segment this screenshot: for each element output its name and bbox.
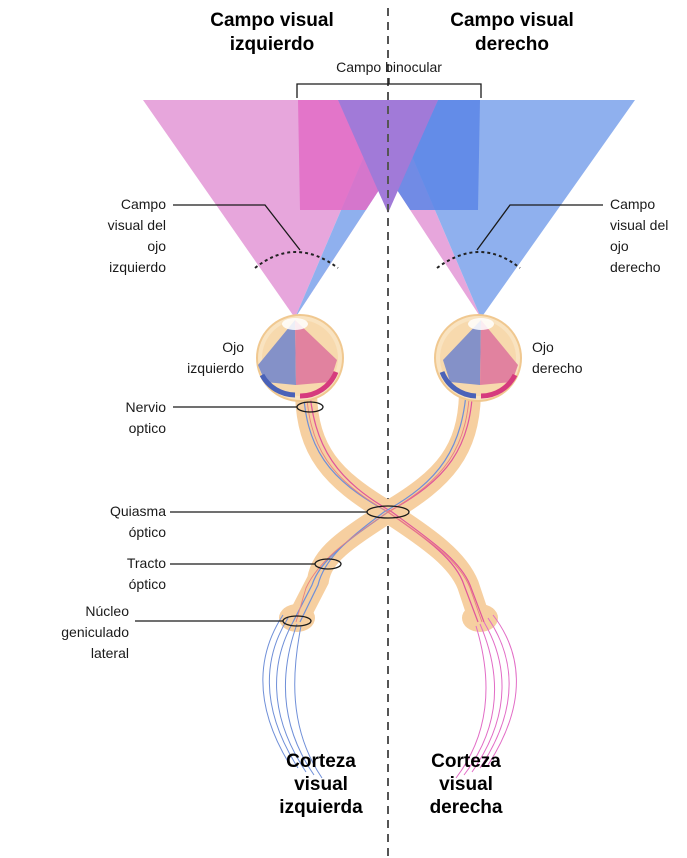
right-eye-field-label: Campo visual del ojo derecho	[610, 196, 668, 275]
chiasm-line1: Quiasma	[110, 503, 166, 519]
right-eye	[435, 315, 521, 401]
left-cortex-line1: Corteza	[286, 751, 356, 772]
left-eye	[257, 315, 343, 401]
right-lens	[468, 318, 494, 330]
right-eye-field-line4: derecho	[610, 259, 661, 275]
left-cortex-line2: visual	[294, 774, 348, 795]
lgn-line3: lateral	[91, 645, 129, 661]
right-lgn	[462, 604, 498, 632]
lgn-label: Núcleo geniculado lateral	[61, 603, 129, 661]
left-eye-field-line1: Campo	[121, 196, 166, 212]
left-eye-label-line1: Ojo	[222, 339, 244, 355]
optic-nerve-label: Nervio optico	[126, 399, 167, 436]
right-eye-label-line1: Ojo	[532, 339, 554, 355]
right-cortex-line1: Corteza	[431, 751, 501, 772]
right-eye-field-line3: ojo	[610, 238, 629, 254]
lgn-line1: Núcleo	[85, 603, 129, 619]
left-eye-field-line3: ojo	[147, 238, 166, 254]
left-cortex-label: Corteza visual izquierda	[279, 751, 363, 818]
left-cortex-line3: izquierda	[279, 797, 363, 818]
chiasm-line2: óptico	[129, 524, 167, 540]
right-cortex-label: Corteza visual derecha	[430, 751, 503, 818]
right-field-title-line2: derecho	[475, 34, 549, 55]
lgn-line2: geniculado	[61, 624, 129, 640]
left-field-title-line2: izquierdo	[230, 34, 314, 55]
tract-label: Tracto óptico	[127, 555, 166, 592]
right-pathway-base	[388, 395, 478, 615]
right-eye-field-line2: visual del	[610, 217, 668, 233]
right-field-title-line1: Campo visual	[450, 10, 574, 31]
left-field-title-line1: Campo visual	[210, 10, 334, 31]
right-cortex-line2: visual	[439, 774, 493, 795]
left-eye-field-line4: izquierdo	[109, 259, 166, 275]
right-cortex-line3: derecha	[430, 797, 503, 818]
left-field-title: Campo visual izquierdo	[210, 10, 334, 55]
binocular-label: Campo binocular	[336, 59, 442, 75]
optic-nerve-line2: optico	[129, 420, 167, 436]
left-eye-field-label: Campo visual del ojo izquierdo	[108, 196, 167, 275]
right-field-title: Campo visual derecho	[450, 10, 574, 55]
right-eye-label: Ojo derecho	[532, 339, 583, 376]
optic-nerve-line1: Nervio	[126, 399, 167, 415]
left-eye-field-line2: visual del	[108, 217, 166, 233]
right-eye-field-line1: Campo	[610, 196, 655, 212]
tract-line2: óptico	[129, 576, 167, 592]
left-eye-label: Ojo izquierdo	[187, 339, 244, 376]
left-eye-label-line2: izquierdo	[187, 360, 244, 376]
right-eye-label-line2: derecho	[532, 360, 583, 376]
left-lens	[282, 318, 308, 330]
callouts	[135, 402, 409, 626]
tract-line1: Tracto	[127, 555, 166, 571]
chiasm-label: Quiasma óptico	[110, 503, 166, 540]
